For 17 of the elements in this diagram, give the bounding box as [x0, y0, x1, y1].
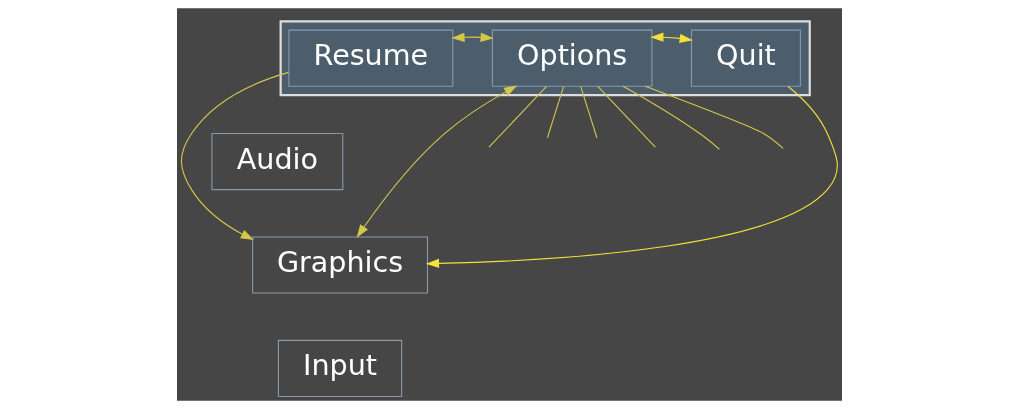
connector — [596, 85, 656, 148]
node-box: Quit — [690, 29, 801, 87]
node-box: Options — [491, 29, 652, 87]
node-box: Resume — [287, 29, 453, 87]
connector — [622, 85, 720, 150]
arrow — [450, 32, 494, 42]
arrow — [425, 85, 838, 269]
node-box: Input — [277, 339, 402, 397]
arrow — [649, 32, 693, 43]
connector — [579, 85, 597, 139]
node-box: Audio — [210, 133, 343, 191]
connector — [546, 85, 564, 139]
arrow — [180, 71, 289, 241]
connector — [487, 85, 547, 148]
arrow — [356, 85, 517, 238]
connector — [644, 85, 784, 149]
node-box: Graphics — [251, 236, 428, 294]
